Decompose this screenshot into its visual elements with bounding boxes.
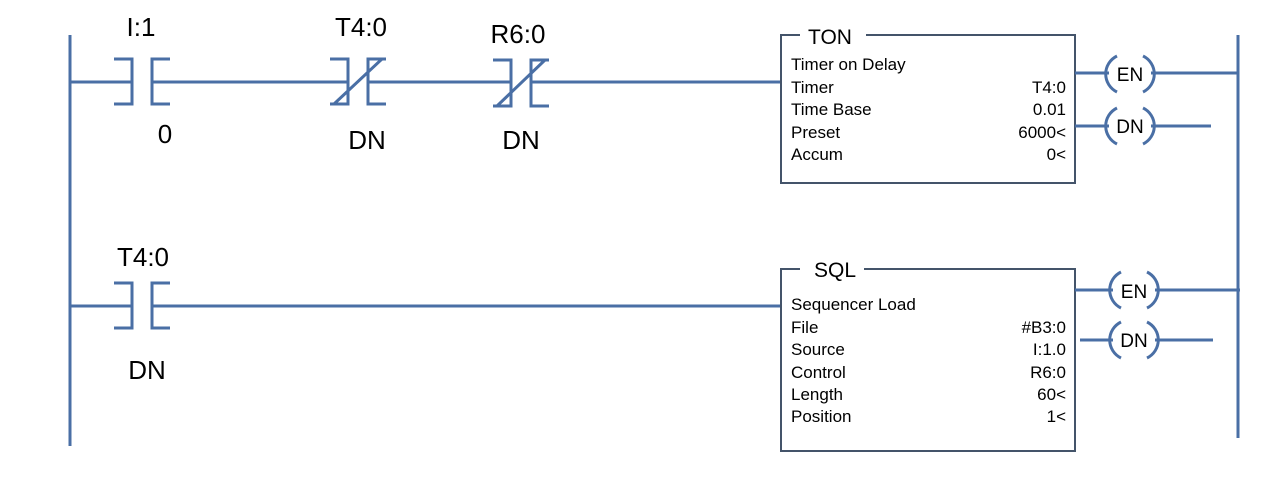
timer-on-delay-block[interactable]: TON Timer on Delay Timer T4:0 Time Base … [780, 26, 1076, 184]
block-row-value: 0.01 [1033, 100, 1066, 119]
closed-contact-slash [495, 58, 547, 108]
contact-normally-closed[interactable]: T4:0 DN [330, 12, 387, 155]
block-row-label: File [791, 318, 818, 337]
output-coil-en[interactable]: EN [1075, 54, 1238, 94]
block-row-value: #B3:0 [1022, 318, 1066, 337]
contact-bit-label: 0 [158, 119, 172, 149]
sequencer-load-block[interactable]: SQL Sequencer Load File #B3:0 Source I:1… [780, 259, 1076, 452]
contact-normally-closed[interactable]: R6:0 DN [491, 19, 549, 155]
block-row-label: Accum [791, 145, 843, 164]
block-row-label: Timer [791, 78, 834, 97]
contact-address-label: T4:0 [117, 242, 169, 272]
block-row-value: T4:0 [1032, 78, 1066, 97]
block-mnemonic: SQL [814, 259, 856, 282]
coil-label: EN [1121, 282, 1147, 303]
contact-bit-label: DN [348, 125, 386, 155]
block-description: Sequencer Load [791, 295, 916, 314]
contact-normally-open[interactable]: T4:0 DN [114, 242, 170, 385]
contact-address-label: R6:0 [491, 19, 546, 49]
output-coil-en[interactable]: EN [1075, 270, 1240, 310]
block-row-value: I:1.0 [1033, 340, 1066, 359]
block-mnemonic: TON [808, 26, 852, 49]
output-coil-dn[interactable]: DN [1080, 320, 1213, 360]
block-row-label: Control [791, 363, 846, 382]
output-coil-dn[interactable]: DN [1075, 106, 1211, 146]
coil-label: DN [1120, 331, 1147, 352]
block-row-label: Position [791, 407, 851, 426]
block-row-label: Length [791, 385, 843, 404]
coil-label: EN [1117, 65, 1143, 86]
coil-label: DN [1116, 117, 1143, 138]
block-row-label: Preset [791, 123, 840, 142]
contact-normally-open[interactable]: I:1 0 [114, 12, 172, 149]
contact-bit-label: DN [502, 125, 540, 155]
rung-1: I:1 0 T4:0 DN R6:0 DN TON Timer on Delay… [70, 12, 1238, 184]
block-row-value: 60< [1037, 385, 1066, 404]
rung-2: T4:0 DN SQL Sequencer Load File #B3:0 So… [70, 242, 1240, 452]
block-description: Timer on Delay [791, 55, 906, 74]
block-row-value: 0< [1047, 145, 1066, 164]
block-row-value: 1< [1047, 407, 1066, 426]
block-row-value: R6:0 [1030, 363, 1066, 382]
closed-contact-slash [332, 57, 384, 106]
block-row-label: Time Base [791, 100, 872, 119]
block-row-value: 6000< [1018, 123, 1066, 142]
contact-bit-label: DN [128, 355, 166, 385]
contact-address-label: I:1 [127, 12, 156, 42]
contact-address-label: T4:0 [335, 12, 387, 42]
block-row-label: Source [791, 340, 845, 359]
